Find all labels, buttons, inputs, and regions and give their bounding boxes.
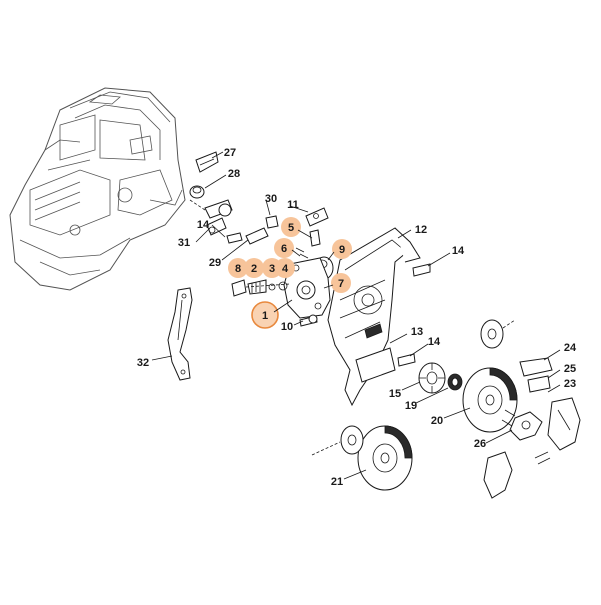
screw-14-drawing [397,263,431,367]
callout-12[interactable]: 12 [415,224,427,236]
worm-shaft-drawing [189,199,243,244]
highlight-c9 [332,239,352,259]
callout-3[interactable]: 3 [269,263,275,275]
callout-14[interactable]: 14 [428,336,441,348]
clutch-drum-21-drawing [311,425,413,491]
callout-9[interactable]: 9 [339,244,345,256]
sprocket-15-drawing [418,362,446,394]
clutch-shoes-drawing [483,357,581,499]
clutch-drum-20-drawing [462,367,518,433]
callout-26[interactable]: 26 [474,438,486,450]
highlight-c1 [251,301,279,329]
callout-20[interactable]: 20 [431,415,443,427]
callout-21[interactable]: 21 [331,476,343,488]
bearing-19-drawing [447,373,463,391]
callout-10[interactable]: 10 [281,321,293,333]
part-5-drawing [309,229,321,247]
highlight-c2 [244,258,264,278]
callout-23[interactable]: 23 [564,378,576,390]
callout-15[interactable]: 15 [389,388,401,400]
callout-7[interactable]: 7 [338,278,344,290]
highlight-c6 [274,238,294,258]
screw-10-drawing [299,314,318,327]
part-27-drawing [195,151,219,173]
callout-2[interactable]: 2 [251,263,257,275]
callout-4[interactable]: 4 [282,263,289,275]
callout-32[interactable]: 32 [137,357,149,369]
part-32-drawing [167,287,193,381]
highlight-c5 [281,217,301,237]
callout-highlights [228,217,352,329]
callout-31[interactable]: 31 [178,237,190,249]
callout-28[interactable]: 28 [228,168,240,180]
leader-lines [151,151,561,480]
adjuster-parts-drawing [231,279,291,297]
engine-assembly-drawing [9,87,186,291]
callout-11[interactable]: 11 [287,199,299,211]
highlight-c8 [228,258,248,278]
part-11-drawing [305,207,329,227]
callout-29[interactable]: 29 [209,257,221,269]
callout-30[interactable]: 30 [265,193,277,205]
callout-25[interactable]: 25 [564,363,576,375]
callout-14[interactable]: 14 [452,245,465,257]
highlight-c4 [275,258,295,278]
callout-14[interactable]: 14 [197,219,210,231]
callout-13[interactable]: 13 [411,326,423,338]
callout-5[interactable]: 5 [288,222,294,234]
callout-19[interactable]: 19 [405,400,417,412]
callout-6[interactable]: 6 [281,243,287,255]
oil-pump-body-drawing [283,247,331,319]
part-28-drawing [189,185,205,199]
highlight-c7 [331,273,351,293]
rim-sprocket-drawing [480,319,516,349]
callout-1[interactable]: 1 [262,310,268,322]
part-30-drawing [245,215,279,245]
callout-27[interactable]: 27 [224,147,236,159]
callout-labels: 27 28 30 11 5 31 14 6 9 29 8 2 3 4 7 1 1… [137,147,577,488]
callout-8[interactable]: 8 [235,263,241,275]
callout-24[interactable]: 24 [564,342,577,354]
